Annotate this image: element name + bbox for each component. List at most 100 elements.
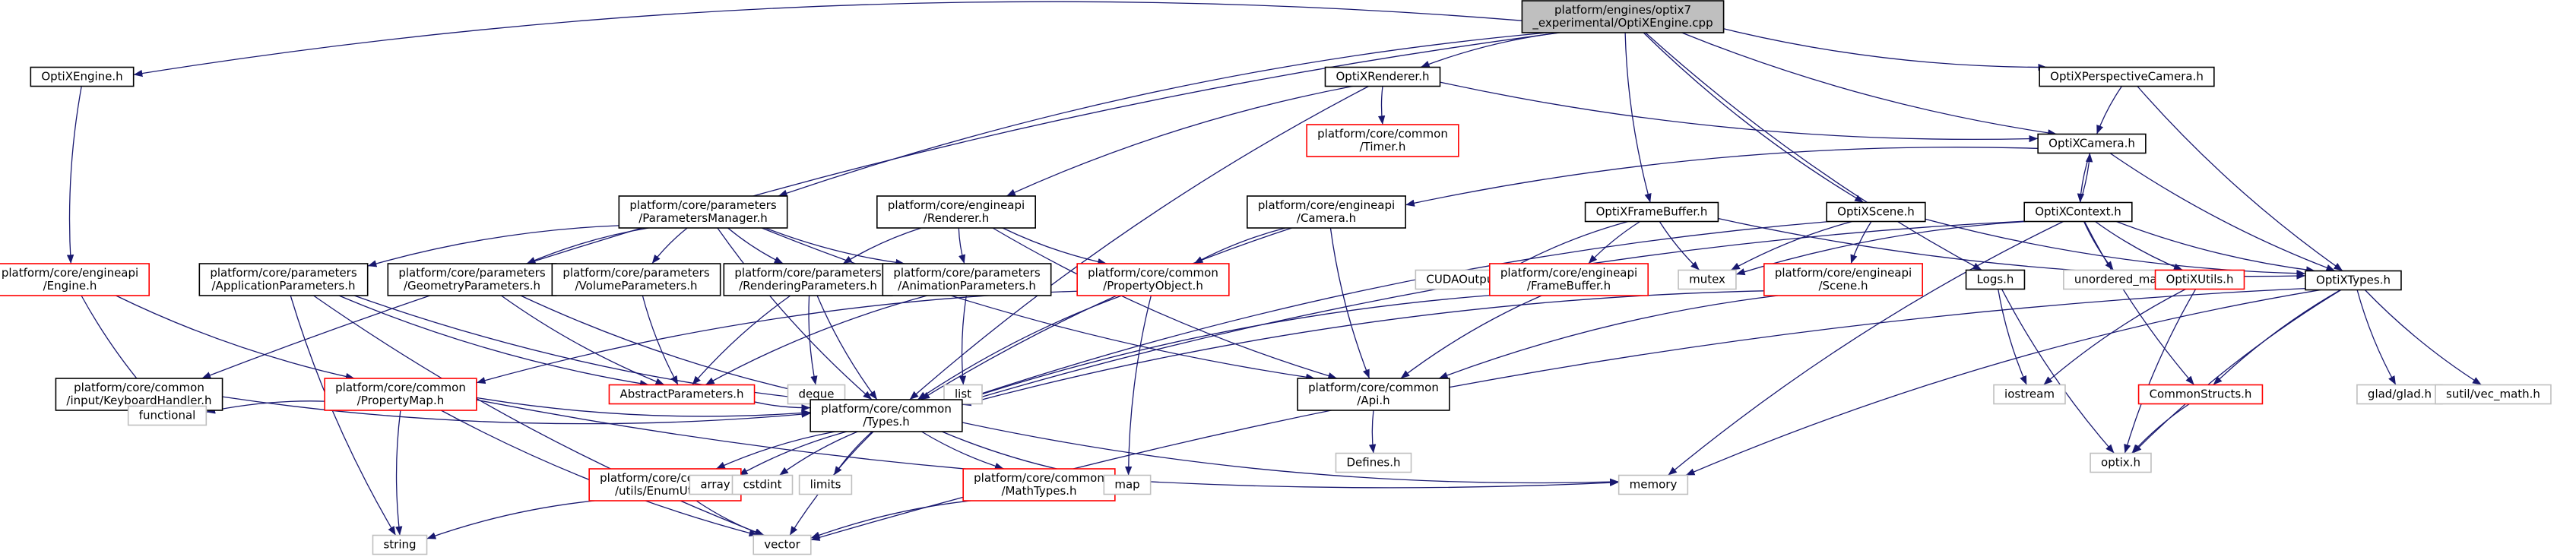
node-vecmath[interactable]: sutil/vec_math.h (2435, 384, 2552, 405)
node-label: /RenderingParameters.h (739, 279, 877, 293)
node-box (753, 534, 812, 555)
node-functional[interactable]: functional (127, 405, 208, 426)
node-rendparams[interactable]: platform/core/parameters/RenderingParame… (723, 263, 893, 296)
node-label: list (955, 388, 971, 401)
edge-logs-to-iostream (1998, 289, 2027, 385)
edge-enumutils-to-vector (695, 500, 764, 536)
node-iostream[interactable]: iostream (1993, 384, 2066, 405)
node-label: /Timer.h (1360, 140, 1406, 153)
node-glad[interactable]: glad/glad.h (2356, 384, 2443, 405)
node-optixcamera[interactable]: OptiXCamera.h (2037, 133, 2147, 154)
node-optixutils[interactable]: OptiXUtils.h (2154, 269, 2245, 290)
node-box (2305, 270, 2402, 291)
node-keyboard[interactable]: platform/core/common/input/KeyboardHandl… (55, 378, 223, 411)
edge-scene-to-ctypes (962, 220, 1830, 401)
edge-optixengine-h-to-engine-h (66, 86, 82, 264)
edge-paramsmgr-to-geoparams (526, 227, 649, 264)
node-label: OptiXUtils.h (2166, 273, 2234, 286)
node-label: OptiXTypes.h (2316, 274, 2391, 287)
node-optixrenderer[interactable]: OptiXRenderer.h (1324, 66, 1441, 87)
node-appparams[interactable]: platform/core/parameters/ApplicationPara… (198, 263, 369, 296)
node-logs[interactable]: Logs.h (1965, 269, 2026, 290)
node-root[interactable]: platform/engines/optix7_experimental/Opt… (1521, 0, 1725, 33)
edge-appparams-to-abstractparams (338, 295, 649, 388)
node-label: Logs.h (1977, 273, 2014, 286)
node-perspcam[interactable]: OptiXPerspectiveCamera.h (2039, 66, 2215, 87)
node-abstractparams[interactable]: AbstractParameters.h (608, 384, 756, 405)
node-label: platform/core/engineapi (1500, 266, 1637, 280)
node-ctypes[interactable]: platform/core/common/Types.h (810, 399, 963, 432)
edge-root-to-keyboard (201, 32, 1560, 379)
node-label: unordered_map (2074, 273, 2164, 287)
node-types[interactable]: OptiXTypes.h (2305, 270, 2402, 291)
node-map[interactable]: map (1103, 474, 1152, 495)
edge-commonstructs-to-optix-h (2131, 403, 2190, 454)
edge-animparams-to-abstractparams (705, 295, 928, 386)
node-commonstructs[interactable]: CommonStructs.h (2137, 384, 2264, 405)
node-paramsmgr[interactable]: platform/core/parameters/ParametersManag… (618, 195, 788, 229)
edge-scene-to-types (1925, 218, 2306, 277)
node-memory[interactable]: memory (1618, 474, 1689, 495)
node-string[interactable]: string (372, 534, 428, 555)
node-box (2154, 269, 2245, 290)
node-camera-h[interactable]: platform/core/engineapi/Camera.h (1247, 195, 1406, 229)
edge-context-to-memory (1668, 220, 2064, 476)
edge-propmap-to-string (395, 410, 403, 536)
node-label: OptiXPerspectiveCamera.h (2050, 70, 2204, 84)
node-eng-scene[interactable]: platform/core/engineapi/Scene.h (1763, 263, 1923, 296)
node-defines[interactable]: Defines.h (1335, 452, 1412, 473)
node-vector[interactable]: vector (753, 534, 812, 555)
node-geoparams[interactable]: platform/core/parameters/GeometryParamet… (387, 263, 557, 296)
node-box (608, 384, 756, 405)
node-label: /MathTypes.h (1001, 484, 1076, 498)
node-label: OptiXRenderer.h (1336, 70, 1429, 84)
node-label: platform/core/parameters (734, 266, 882, 280)
node-box (1584, 201, 1719, 223)
node-box (1306, 124, 1459, 157)
node-renderer-h[interactable]: platform/core/engineapi/Renderer.h (876, 195, 1036, 229)
node-label: Defines.h (1346, 456, 1400, 470)
node-mutex[interactable]: mutex (1678, 269, 1737, 290)
edge-root-to-paramsmgr (778, 32, 1548, 197)
edge-abstractparams-to-ctypes (754, 401, 811, 412)
node-propobj[interactable]: platform/core/common/PropertyObject.h (1076, 263, 1230, 296)
edge-ctypes-to-array (738, 431, 848, 476)
node-label: OptiXCamera.h (2048, 137, 2135, 150)
node-box (962, 468, 1116, 501)
node-optix-h[interactable]: optix.h (2090, 452, 2152, 473)
node-cstdint[interactable]: cstdint (731, 474, 794, 495)
node-propmap[interactable]: platform/core/common/PropertyMap.h (324, 378, 477, 411)
node-label: platform/core/engineapi (888, 198, 1025, 212)
edge-scene-to-mutex (1730, 220, 1852, 271)
node-animparams[interactable]: platform/core/parameters/AnimationParame… (882, 263, 1052, 296)
node-timer[interactable]: platform/core/common/Timer.h (1306, 124, 1459, 157)
node-optixengine-h[interactable]: OptiXEngine.h (30, 66, 135, 87)
node-box (882, 263, 1052, 296)
edge-paramsmgr-to-appparams (367, 225, 619, 267)
edge-scene-to-eng-scene (1850, 221, 1872, 264)
edge-context-to-types (2116, 220, 2315, 274)
edge-optixcamera-to-types (2109, 152, 2336, 272)
edge-eng-fb-to-ctypes (962, 295, 1490, 401)
node-context[interactable]: OptiXContext.h (2023, 201, 2133, 223)
node-label: platform/core/parameters (562, 266, 710, 280)
node-list[interactable]: list (943, 384, 983, 405)
node-mathtypes[interactable]: platform/core/common/MathTypes.h (962, 468, 1116, 501)
node-box (0, 263, 150, 296)
node-label: iostream (2004, 388, 2055, 401)
edge-eng-scene-to-api (1438, 295, 1779, 379)
node-api[interactable]: platform/core/common/Api.h (1297, 378, 1450, 411)
node-eng-fb[interactable]: platform/core/engineapi/FrameBuffer.h (1489, 263, 1649, 296)
node-box (55, 378, 223, 411)
node-label: platform/core/common (1308, 381, 1439, 394)
node-volparams[interactable]: platform/core/parameters/VolumeParameter… (551, 263, 721, 296)
node-label: /Engine.h (43, 279, 97, 293)
node-limits[interactable]: limits (798, 474, 853, 495)
node-framebuffer[interactable]: OptiXFrameBuffer.h (1584, 201, 1719, 223)
node-label: platform/core/common (974, 471, 1104, 485)
node-engine-h[interactable]: platform/core/engineapi/Engine.h (0, 263, 150, 296)
node-box (2037, 133, 2147, 154)
node-box (2039, 66, 2215, 87)
node-scene[interactable]: OptiXScene.h (1826, 201, 1926, 223)
node-box (1993, 384, 2066, 405)
